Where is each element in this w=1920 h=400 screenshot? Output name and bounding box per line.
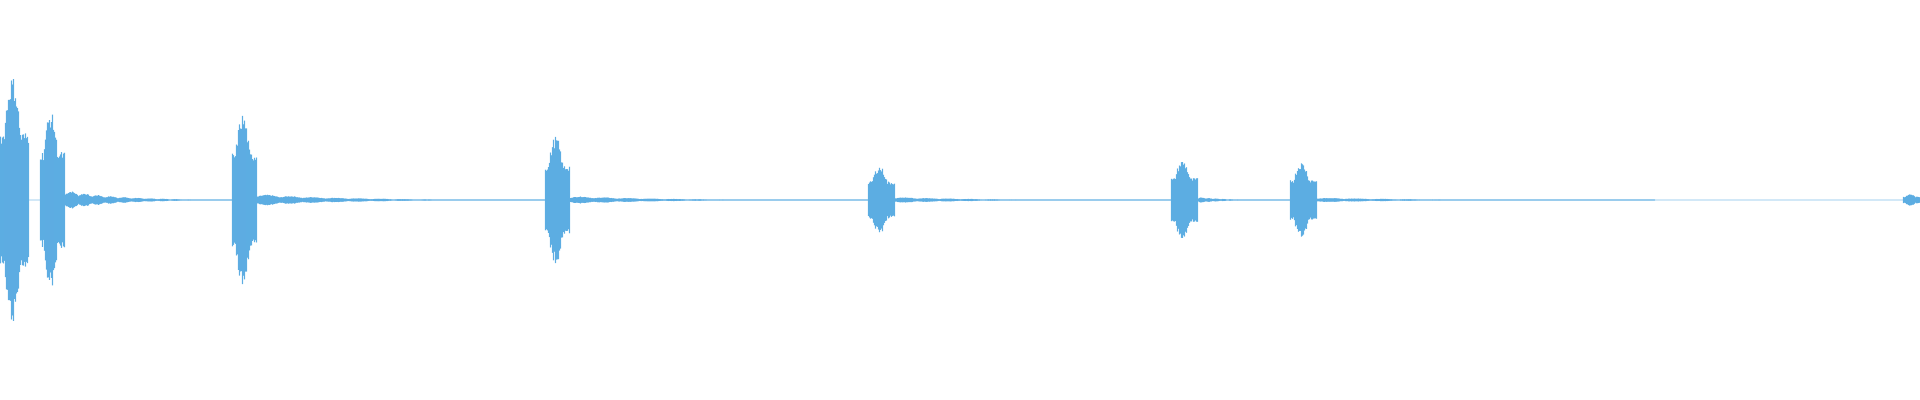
waveform-bars [0, 78, 1920, 322]
sound-burst-6 [1289, 163, 1318, 237]
decay-tail-3 [894, 197, 1172, 203]
decay-tail-5 [1316, 198, 1656, 202]
sound-burst-4 [867, 167, 896, 233]
sound-burst-1 [39, 114, 66, 286]
sound-burst-2 [231, 115, 258, 285]
decay-tail-0 [64, 191, 233, 209]
sound-burst-3 [544, 136, 571, 264]
sound-burst-0 [0, 78, 30, 322]
sound-burst-7 [1902, 194, 1920, 206]
decay-tail-1 [256, 194, 546, 206]
sound-burst-5 [1170, 161, 1199, 239]
decay-tail-2 [569, 196, 869, 204]
decay-tail-4 [1197, 197, 1291, 203]
